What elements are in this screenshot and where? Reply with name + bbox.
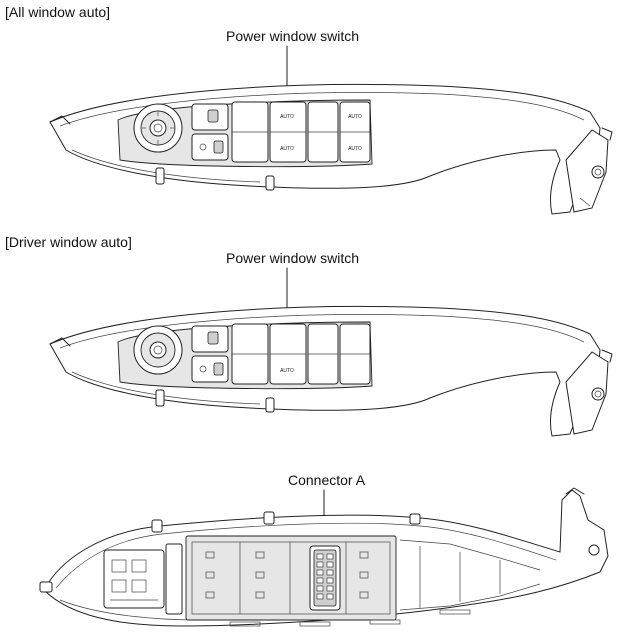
section-heading: [All window auto]: [5, 4, 111, 20]
auto-mark: AUTO: [280, 114, 294, 120]
section-all-window-auto: [All window auto] Power window switch: [0, 0, 631, 220]
auto-mark: AUTO: [280, 368, 294, 374]
auto-mark: AUTO: [348, 114, 362, 120]
section-connector-a: Connector A: [0, 460, 631, 634]
switch-panel-diagram: AUTO: [49, 267, 613, 437]
callout-label: Power window switch: [226, 250, 360, 266]
callout-label: Connector A: [288, 472, 366, 488]
switch-panel-diagram: AUTO AUTO AUTO AUTO: [49, 45, 613, 215]
rear-panel-diagram: [39, 487, 609, 627]
section-driver-window-auto: [Driver window auto] Power window switch…: [0, 230, 631, 450]
auto-mark: AUTO: [348, 146, 362, 152]
section-heading: [Driver window auto]: [5, 234, 132, 250]
auto-mark: AUTO: [280, 146, 294, 152]
callout-label: Power window switch: [226, 28, 360, 44]
